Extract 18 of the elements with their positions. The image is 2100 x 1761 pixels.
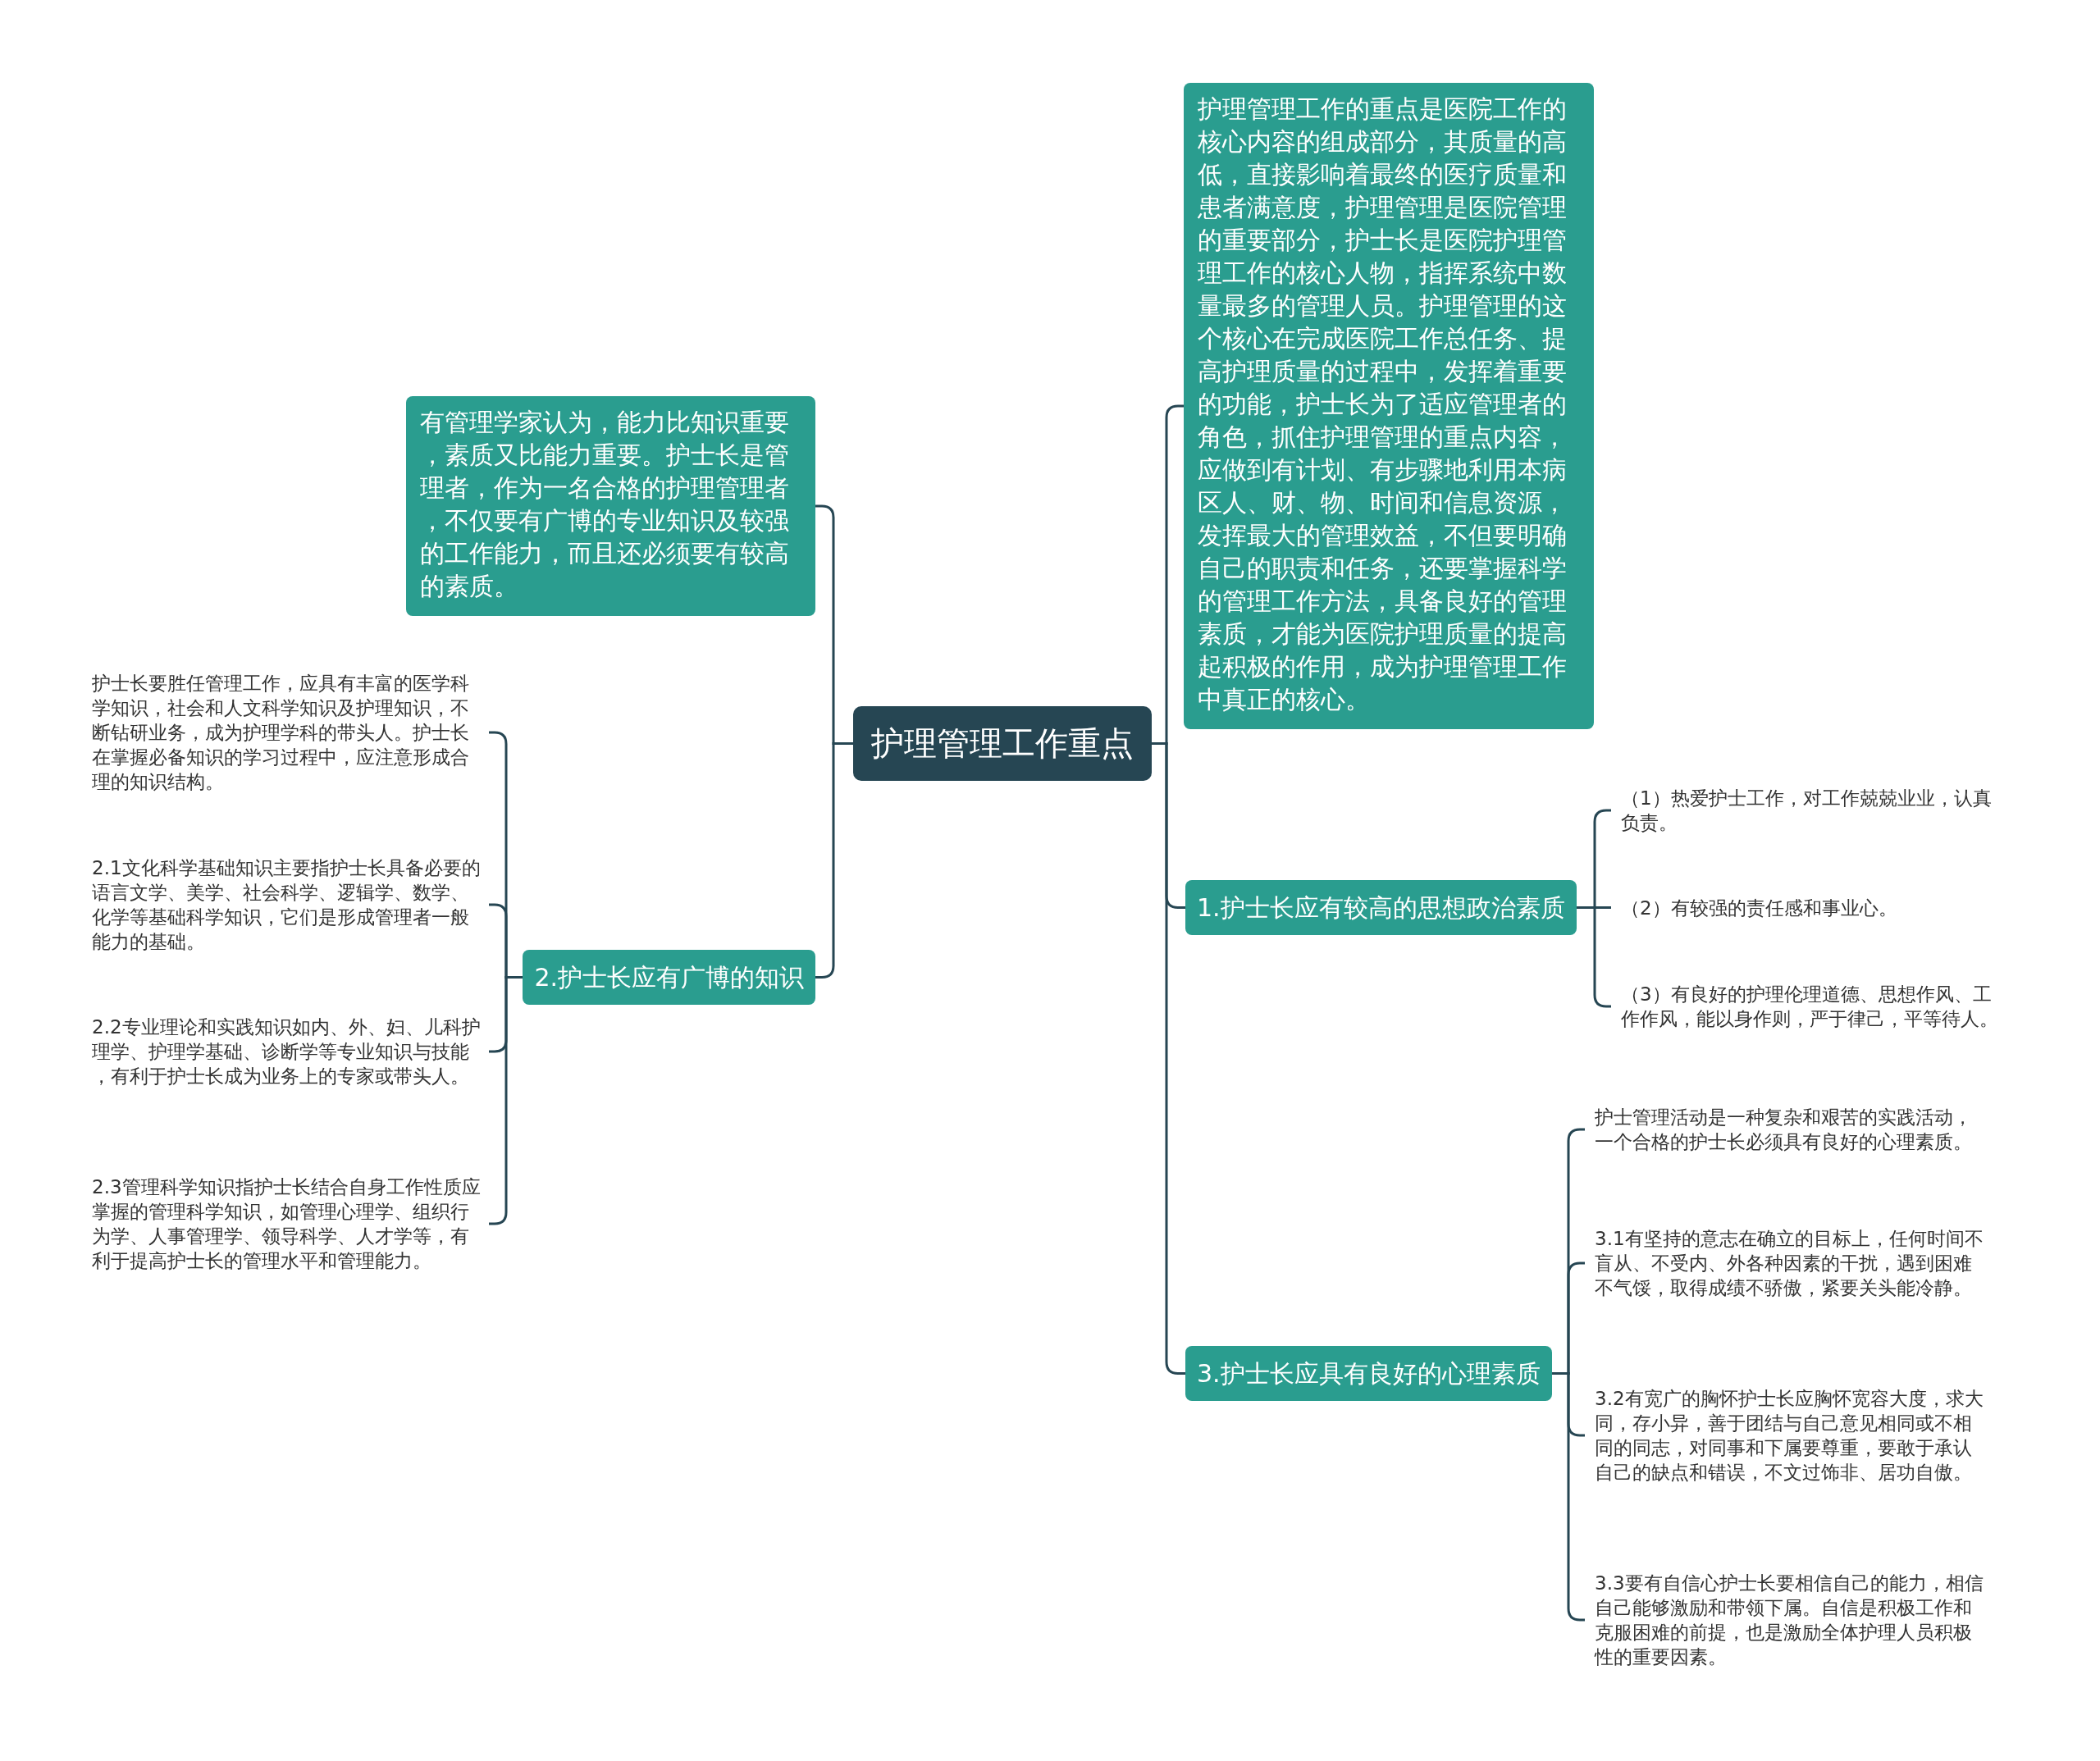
note-text: 3.3要有自信心护士长要相信自己的能力，相信自己能够激励和带领下属。自信是积极工作和克服困难的前提，也是激励全体护理人员积极性的重要因素。 [1585, 1571, 1987, 1669]
subtopic-card: 3.护士长应具有良好的心理素质 [1185, 1346, 1552, 1401]
central-topic-card: 护理管理工作重点 [853, 706, 1152, 781]
note-text: 2.1文化科学基础知识主要指护士长具备必要的语言文学、美学、社会科学、逻辑学、数学、化学等基础科学知识，它们是形成管理者一般能力的基础。 [92, 855, 489, 954]
note-text: 2.2专业理论和实践知识如内、外、妇、儿科护理学、护理学基础、诊断学等专业知识与技能，有利于护士长成为业务上的专家或带头人。 [92, 1015, 489, 1088]
connector-line [815, 742, 853, 979]
topic-card: 护理管理工作的重点是医院工作的核心内容的组成部分，其质量的高低，直接影响着最终的医疗质量和患者满意度，护理管理是医院管理的重要部分，护士长是医院护理管理工作的核心人物，指挥系统中数量最多的管理人员。护理管理的这个核心在完成医院工作总任务、提高护理质量的过程中，发挥着重要的功能，护士长为了适应管理者的角色，抓住护理管理的重点内容，应做到有计划、有步骤地利用本病区人、财、物、时间和信息资源，发挥最大的管理效益，不但要明确自己的职责和任务，还要掌握科学的管理工作方法，具备良好的管理素质，才能为医院护理质量的提高起积极的作用，成为护理管理工作中真正的核心。 [1184, 83, 1594, 729]
note-text: 护士管理活动是一种复杂和艰苦的实践活动，一个合格的护士长必须具有良好的心理素质。 [1585, 1105, 1987, 1154]
subtopic-card: 1.护士长应有较高的思想政治素质 [1185, 880, 1577, 935]
subtopic-card: 2.护士长应有广博的知识 [523, 950, 815, 1005]
note-text: 护士长要胜任管理工作，应具有丰富的医学科学知识，社会和人文科学知识及护理知识，不断钻研业务，成为护理学科的带头人。护士长在掌握必备知识的学习过程中，应注意形成合理的知识结构。 [92, 671, 489, 794]
note-text: 2.3管理科学知识指护士长结合自身工作性质应掌握的管理科学知识，如管理心理学、组织行为学、人事管理学、领导科学、人才学等，有利于提高护士长的管理水平和管理能力。 [92, 1175, 489, 1273]
note-text: （1）热爱护士工作，对工作兢兢业业，认真负责。 [1611, 786, 2003, 835]
note-text: （2）有较强的责任感和事业心。 [1611, 896, 2003, 920]
note-text: （3）有良好的护理伦理道德、思想作风、工作作风，能以身作则，严于律己，平等待人。 [1611, 982, 2003, 1031]
note-text: 3.1有坚持的意志在确立的目标上，任何时间不盲从、不受内、外各种因素的干扰，遇到困难不气馁，取得成绩不骄傲，紧要关头能冷静。 [1585, 1226, 1987, 1300]
note-text: 3.2有宽广的胸怀护士长应胸怀宽容大度，求大同，存小异，善于团结与自己意见相同或不相同的同志，对同事和下属要尊重，要敢于承认自己的缺点和错误，不文过饰非、居功自傲。 [1585, 1386, 1987, 1485]
topic-card: 有管理学家认为，能力比知识重要，素质又比能力重要。护士长是管理者，作为一名合格的护理管理者，不仅要有广博的专业知识及较强的工作能力，而且还必须要有较高的素质。 [406, 396, 815, 616]
